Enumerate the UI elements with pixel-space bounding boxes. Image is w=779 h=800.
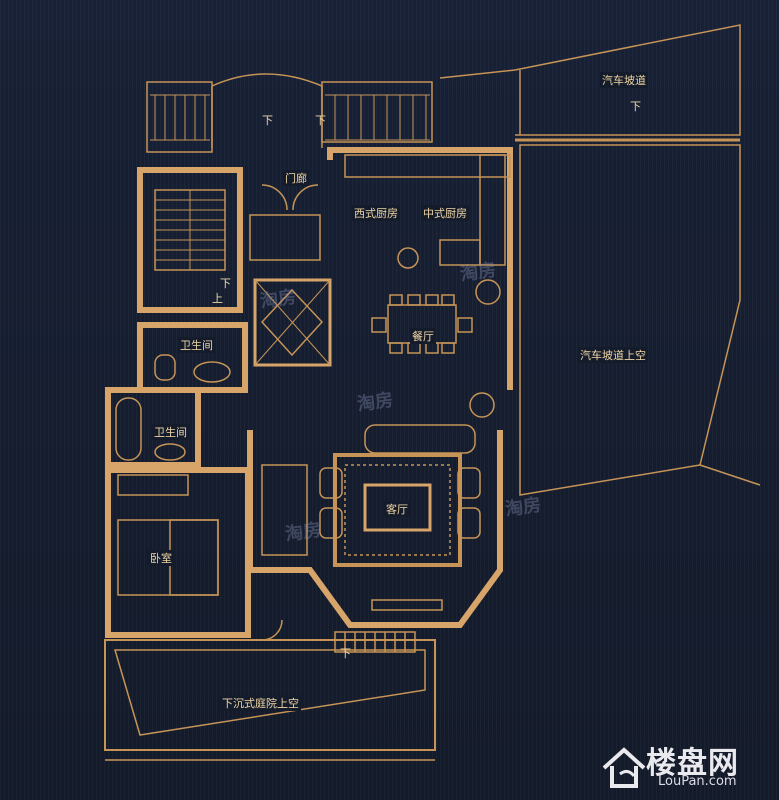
arrow-down-label: 下: [630, 100, 641, 113]
bath-lower-wall: [105, 387, 201, 468]
watermark-text: 淘房: [355, 389, 395, 416]
watermark-text: 淘房: [458, 259, 498, 286]
kitchen-wall: [327, 147, 513, 390]
arrow-down-label: 下: [262, 114, 273, 127]
foyer-marble: [253, 278, 332, 367]
fireplace: [261, 464, 308, 556]
watermark-text: 淘房: [258, 286, 298, 313]
ramp-outline: [439, 24, 741, 136]
room-label-living: 客厅: [384, 501, 410, 517]
ramp-void-outline: [519, 144, 741, 496]
room-label-ramp: 汽车坡道: [600, 72, 648, 88]
terrace-left: [146, 81, 213, 153]
arrow-down-label: 下: [340, 647, 351, 660]
room-label-chinese-kitchen: 中式厨房: [421, 205, 469, 221]
foyer-rug: [249, 214, 321, 261]
logo-text-en: LouPan.com: [658, 774, 737, 789]
house-logo-icon: [602, 747, 646, 788]
sofa-back: [364, 424, 476, 454]
stair-hall-wall: [137, 167, 243, 313]
kitchen-counter: [344, 154, 511, 178]
watermark-text: 淘房: [503, 494, 543, 521]
room-label-bath-upper: 卫生间: [178, 337, 215, 353]
room-label-ramp-void: 汽车坡道上空: [578, 347, 648, 363]
living-wall: [247, 430, 503, 628]
bath-upper-wall: [137, 322, 248, 393]
watermark-text: 淘房: [283, 519, 323, 546]
room-label-western-kitchen: 西式厨房: [352, 205, 400, 221]
room-label-entry: 门廊: [283, 170, 309, 186]
entry-arch: [211, 73, 323, 87]
arrow-down-label: 下: [220, 277, 231, 290]
room-label-sunken-garden-void: 下沉式庭院上空: [220, 695, 301, 711]
room-label-bath-lower: 卫生间: [152, 424, 189, 440]
sunken-garden-outline: [104, 639, 436, 751]
room-label-bedroom: 卧室: [148, 550, 174, 566]
room-label-dining: 餐厅: [410, 328, 436, 344]
loupan-logo: 楼盘网 LouPan.com: [600, 738, 775, 796]
logo-text-cn: 楼盘网: [646, 746, 739, 781]
arrow-down-label: 下: [315, 114, 326, 127]
coffee-table: [363, 483, 432, 532]
terrace-right: [321, 81, 433, 143]
arrow-up-label: 上: [212, 292, 223, 305]
